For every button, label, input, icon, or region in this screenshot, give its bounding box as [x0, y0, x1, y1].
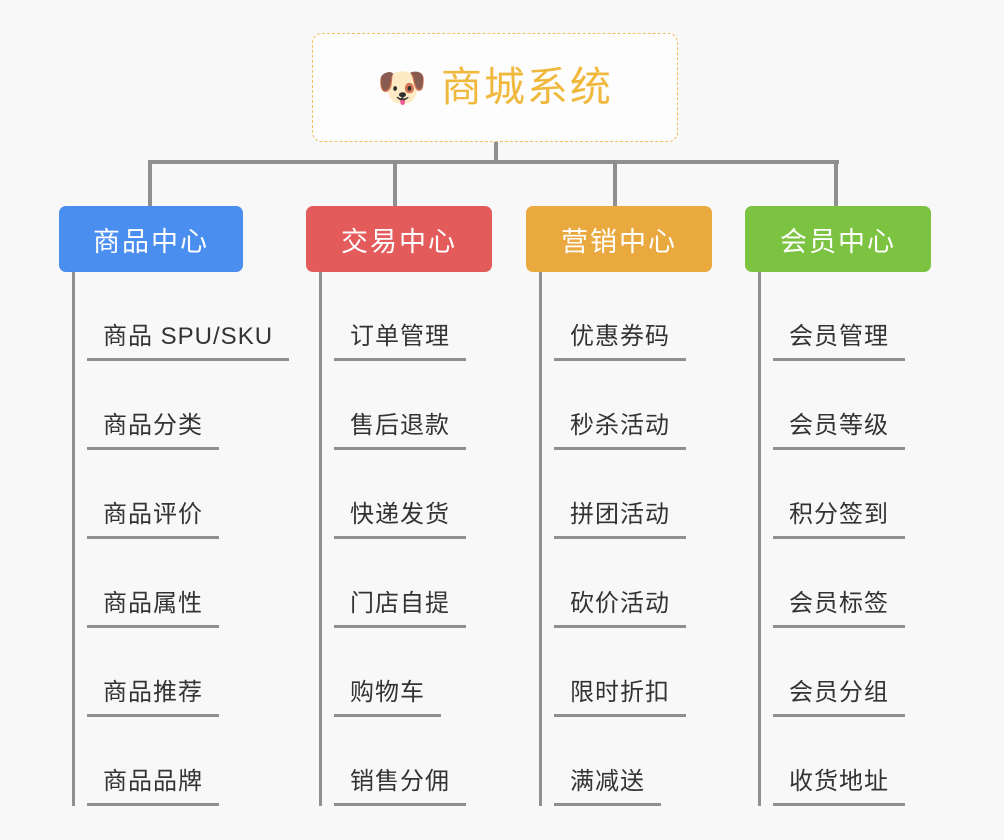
root-title: 商城系统 [440, 64, 613, 110]
root-node[interactable]: 🐶 商城系统 [312, 33, 678, 142]
leaf-item[interactable]: 砍价活动 [526, 539, 712, 628]
leaf-item-label: 购物车 [334, 681, 441, 717]
leaf-item-label: 限时折扣 [554, 681, 686, 717]
leaf-item[interactable]: 积分签到 [745, 450, 931, 539]
branch-column-member-center: 会员中心会员管理会员等级积分签到会员标签会员分组收货地址 [745, 206, 931, 806]
category-header-label: 交易中心 [341, 226, 457, 257]
category-header-trade-center[interactable]: 交易中心 [306, 206, 492, 272]
leaf-item-label: 会员分组 [773, 681, 905, 717]
leaf-trunk-line [319, 272, 322, 806]
leaf-item-label: 商品分类 [87, 414, 219, 450]
leaf-item-label: 会员管理 [773, 325, 905, 361]
leaf-item[interactable]: 秒杀活动 [526, 361, 712, 450]
leaf-trunk-line [539, 272, 542, 806]
leaf-item-label: 订单管理 [334, 325, 466, 361]
category-header-label: 会员中心 [780, 226, 896, 257]
leaf-item[interactable]: 会员等级 [745, 361, 931, 450]
branch-column-marketing-center: 营销中心优惠券码秒杀活动拼团活动砍价活动限时折扣满减送 [526, 206, 712, 806]
leaf-item-label: 商品 SPU/SKU [87, 325, 290, 361]
leaf-item[interactable]: 会员分组 [745, 628, 931, 717]
leaf-list-member-center: 会员管理会员等级积分签到会员标签会员分组收货地址 [745, 272, 931, 806]
leaf-item-label: 积分签到 [773, 503, 905, 539]
leaf-item[interactable]: 快递发货 [306, 450, 492, 539]
category-header-member-center[interactable]: 会员中心 [745, 206, 931, 272]
leaf-item-label: 砍价活动 [554, 592, 686, 628]
leaf-item[interactable]: 限时折扣 [526, 628, 712, 717]
leaf-item[interactable]: 会员管理 [745, 272, 931, 361]
leaf-item[interactable]: 满减送 [526, 717, 712, 806]
branch-connector-trade-center [393, 160, 397, 206]
leaf-item[interactable]: 售后退款 [306, 361, 492, 450]
branch-column-product-center: 商品中心商品 SPU/SKU 商品分类商品评价商品属性商品推荐商品品牌 [59, 206, 290, 806]
branch-column-trade-center: 交易中心订单管理售后退款快递发货门店自提购物车销售分佣 [306, 206, 492, 806]
shiba-dog-face-icon: 🐶 [377, 65, 427, 110]
leaf-trunk-line [758, 272, 761, 806]
leaf-item-label: 收货地址 [773, 770, 905, 806]
leaf-item[interactable]: 商品推荐 [59, 628, 243, 717]
leaf-item[interactable]: 商品分类 [59, 361, 243, 450]
leaf-item-label: 秒杀活动 [554, 414, 686, 450]
leaf-list-marketing-center: 优惠券码秒杀活动拼团活动砍价活动限时折扣满减送 [526, 272, 712, 806]
leaf-item-label: 商品品牌 [87, 770, 219, 806]
leaf-item[interactable]: 会员标签 [745, 539, 931, 628]
branch-connector-member-center [834, 160, 838, 206]
leaf-item[interactable]: 门店自提 [306, 539, 492, 628]
category-header-label: 营销中心 [561, 226, 677, 257]
leaf-item-label: 售后退款 [334, 414, 466, 450]
leaf-item[interactable]: 优惠券码 [526, 272, 712, 361]
leaf-item-label: 门店自提 [334, 592, 466, 628]
root-connector-vertical [494, 142, 498, 164]
leaf-item[interactable]: 商品属性 [59, 539, 243, 628]
leaf-item[interactable]: 拼团活动 [526, 450, 712, 539]
leaf-list-product-center: 商品 SPU/SKU 商品分类商品评价商品属性商品推荐商品品牌 [59, 272, 290, 806]
branch-connector-bus [149, 160, 839, 164]
leaf-item-label: 会员标签 [773, 592, 905, 628]
category-header-marketing-center[interactable]: 营销中心 [526, 206, 712, 272]
leaf-item-label: 优惠券码 [554, 325, 686, 361]
leaf-item-label: 商品推荐 [87, 681, 219, 717]
leaf-item[interactable]: 商品 SPU/SKU [59, 272, 290, 361]
leaf-item[interactable]: 销售分佣 [306, 717, 492, 806]
leaf-item-label: 快递发货 [334, 503, 466, 539]
leaf-item-label: 销售分佣 [334, 770, 466, 806]
leaf-item[interactable]: 商品评价 [59, 450, 243, 539]
leaf-item-label: 满减送 [554, 770, 661, 806]
branch-connector-product-center [148, 160, 152, 206]
leaf-list-trade-center: 订单管理售后退款快递发货门店自提购物车销售分佣 [306, 272, 492, 806]
leaf-item-label: 商品评价 [87, 503, 219, 539]
leaf-trunk-line [72, 272, 75, 806]
leaf-item[interactable]: 收货地址 [745, 717, 931, 806]
leaf-item[interactable]: 订单管理 [306, 272, 492, 361]
branch-connector-marketing-center [613, 160, 617, 206]
leaf-item[interactable]: 购物车 [306, 628, 492, 717]
leaf-item-label: 会员等级 [773, 414, 905, 450]
category-header-label: 商品中心 [93, 226, 209, 257]
category-header-product-center[interactable]: 商品中心 [59, 206, 243, 272]
leaf-item-label: 拼团活动 [554, 503, 686, 539]
leaf-item-label: 商品属性 [87, 592, 219, 628]
leaf-item[interactable]: 商品品牌 [59, 717, 243, 806]
